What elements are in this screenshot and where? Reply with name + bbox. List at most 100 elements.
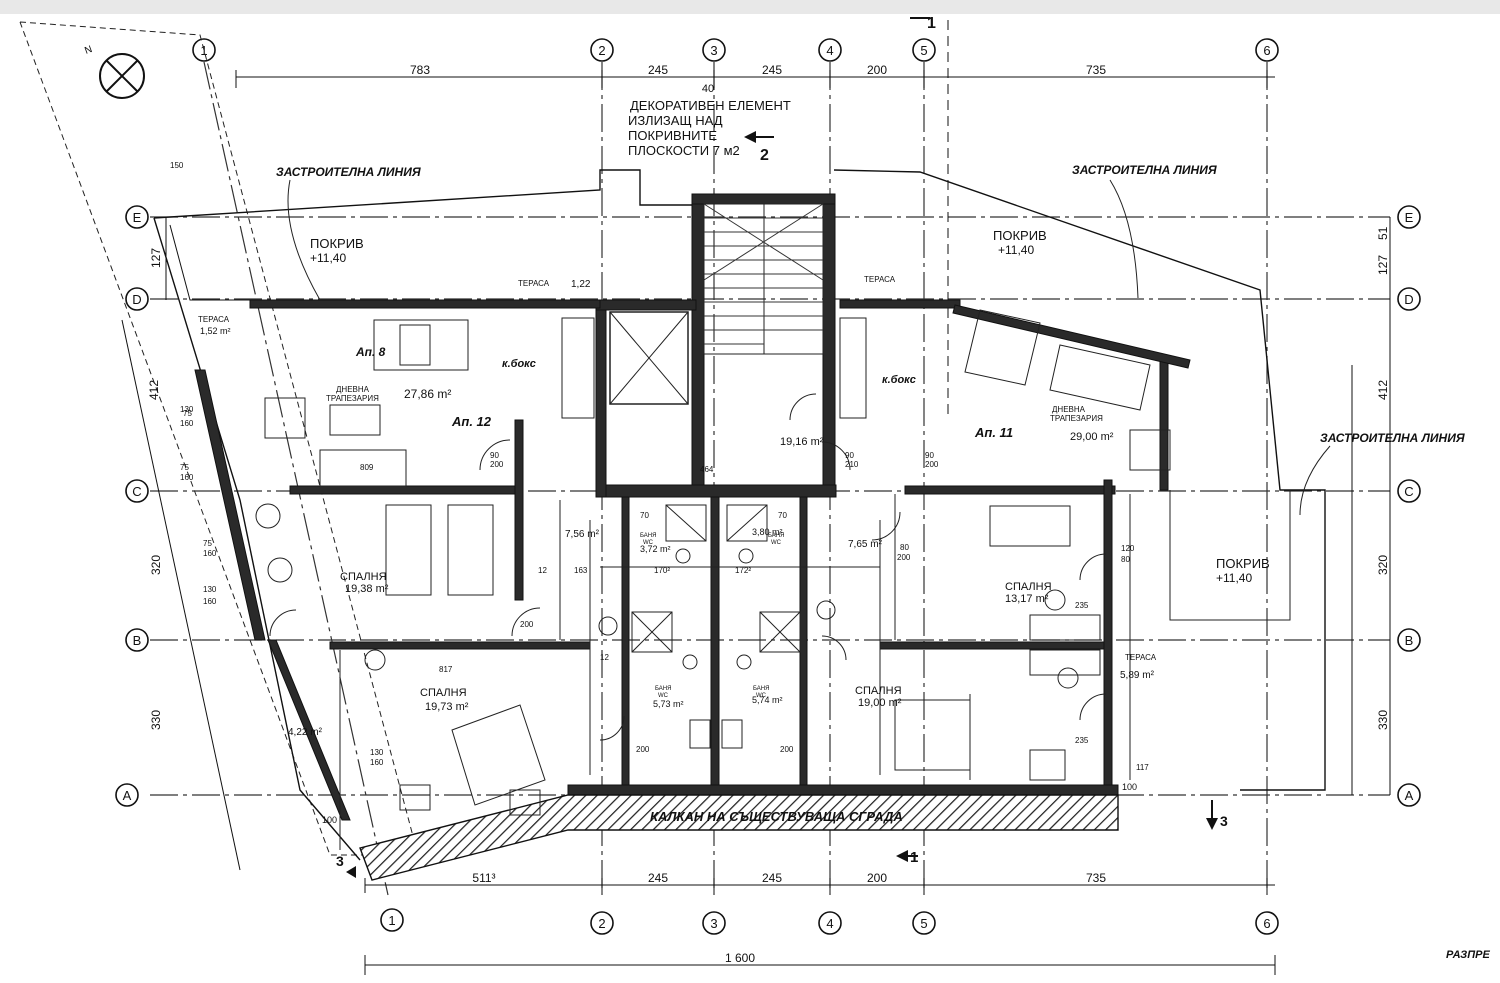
roof-far-right-level: +11,40	[1216, 571, 1252, 585]
dim-172: 172²	[735, 566, 751, 575]
dim-200f: 200	[897, 553, 911, 562]
north-arrow: N	[83, 44, 145, 99]
bath-d-label: БАНЯ	[753, 686, 769, 692]
axis-bottom-1: 1	[388, 913, 395, 928]
roof-left-label: ПОКРИВ	[310, 236, 364, 251]
dim-90b: 90	[845, 451, 854, 460]
top-dim-5: 735	[1086, 63, 1106, 77]
axis-left-A: A	[123, 788, 132, 803]
build-line-far-right: ЗАСТРОИТЕЛНА ЛИНИЯ	[1320, 431, 1465, 445]
staircase: 19,16 m²	[609, 203, 824, 448]
dim-70a: 70	[640, 511, 649, 520]
hall-left-area: 7,56 m²	[565, 529, 600, 540]
section-mark-top: 1	[927, 15, 936, 32]
bath-c-label: БАНЯ	[655, 686, 671, 692]
dim-160d: 160	[203, 597, 217, 606]
walls	[194, 193, 1191, 821]
dim-235a: 235	[1075, 601, 1089, 610]
firewall-label: КАЛКАН НА СЪЩЕСТВУВАЩА СГРАДА	[650, 809, 903, 824]
note-line-3: ПОКРИВНИТЕ	[628, 128, 717, 143]
bath-a-label: БАНЯ	[640, 533, 656, 539]
axis-bottom-4: 4	[826, 916, 833, 931]
bath-c-area: 5,73 m²	[653, 699, 684, 709]
dim-100b: 100	[322, 815, 337, 825]
bath-d-area: 5,74 m²	[752, 695, 783, 705]
dim-12a: 12	[600, 653, 609, 662]
bottom-dim-4: 200	[867, 871, 887, 885]
grid-lines	[150, 61, 1390, 896]
corner-label: РАЗПРЕ	[1446, 949, 1490, 961]
axis-top-4: 4	[826, 43, 833, 58]
dim-90c: 90	[925, 451, 934, 460]
dim-130b: 130	[203, 585, 217, 594]
right-dim-51: 51	[1376, 226, 1390, 240]
axis-top-6: 6	[1263, 43, 1270, 58]
dim-200d: 200	[636, 745, 650, 754]
terrace-right-label: ТЕРАСА	[1125, 653, 1157, 662]
bath-a-wc: WC	[643, 540, 654, 546]
left-dim-320: 320	[149, 555, 163, 575]
roof-right-level: +11,40	[998, 243, 1034, 257]
dim-80b: 80	[900, 543, 909, 552]
existing-building-firewall: КАЛКАН НА СЪЩЕСТВУВАЩА СГРАДА	[359, 794, 1119, 881]
bottom-dim-3: 245	[762, 871, 782, 885]
dim-80a: 80	[1121, 555, 1130, 564]
left-dimensions: 127 412 320 330	[121, 217, 241, 871]
right-dim-412: 412	[1376, 380, 1390, 400]
living-left-area: 27,86 m²	[404, 387, 451, 401]
axis-left-B: B	[133, 633, 142, 648]
axis-bottom-3: 3	[710, 916, 717, 931]
left-dim-412: 412	[147, 380, 161, 400]
dim-130c: 130	[370, 748, 384, 757]
dim-200c: 200	[925, 460, 939, 469]
build-line-left: ЗАСТРОИТЕЛНА ЛИНИЯ	[276, 165, 421, 179]
decorative-element-note: ДЕКОРАТИВЕН ЕЛЕМЕНТ ИЗЛИЗАЩ НАД ПОКРИВНИ…	[628, 98, 791, 158]
bedroom-right-bot-label: СПАЛНЯ	[855, 685, 902, 697]
terrace-right-area: 5,89 m²	[1120, 670, 1155, 681]
dim-160c: 160	[203, 549, 217, 558]
note-line-4: ПЛОСКОСТИ 7 м2	[628, 143, 740, 158]
living-left-label-b: ТРАПЕЗАРИЯ	[326, 394, 379, 403]
section-marks-bottom: 1 3 3	[336, 800, 1228, 878]
section-mark-3b: 3	[1220, 813, 1228, 829]
living-right-label-b: ТРАПЕЗАРИЯ	[1050, 414, 1103, 423]
axis-right-C: C	[1404, 484, 1413, 499]
right-dim-330: 330	[1376, 710, 1390, 730]
terrace-left-bot-area: 4,22 m²	[288, 727, 323, 738]
living-right-area: 29,00 m²	[1070, 431, 1114, 443]
north-label: N	[83, 44, 94, 57]
bath-b-area: 3,80 m²	[752, 527, 783, 537]
dim-809: 809	[360, 463, 374, 472]
bath-d-wc: WC	[756, 693, 767, 699]
dim-235b: 235	[1075, 736, 1089, 745]
bath-b-label: БАНЯ	[768, 533, 784, 539]
terrace-left-top-label: ТЕРАСА	[198, 315, 230, 324]
dim-160b: 160	[180, 473, 194, 482]
bedroom-left-bot-label: СПАЛНЯ	[420, 687, 467, 699]
dim-130a: 130	[180, 405, 194, 414]
bedroom-right-mid-label: СПАЛНЯ	[1005, 581, 1052, 593]
bedroom-right-bot-area: 19,00 m²	[858, 697, 902, 709]
ap11-label: Ап. 11	[974, 425, 1013, 440]
axis-top-1: 1	[200, 43, 207, 58]
overall-dim: 1 600	[725, 951, 755, 965]
right-dim-320: 320	[1376, 555, 1390, 575]
top-dim-3: 245	[762, 63, 782, 77]
build-line-right: ЗАСТРОИТЕЛНА ЛИНИЯ	[1072, 163, 1217, 177]
bottom-dim-5: 735	[1086, 871, 1106, 885]
roof-far-right-label: ПОКРИВ	[1216, 556, 1270, 571]
axis-left-C: C	[132, 484, 141, 499]
axis-top-2: 2	[598, 43, 605, 58]
top-dim-2: 245	[648, 63, 668, 77]
living-left-label-a: ДНЕВНА	[336, 385, 370, 394]
terrace-top-label: ТЕРАСА	[518, 279, 550, 288]
kbox-left: к.бокс	[502, 358, 536, 370]
right-dimensions: 51 127 412 320 330	[1351, 217, 1391, 795]
bottom-dimensions: 511³ 245 245 200 735 1 600	[364, 871, 1276, 975]
axis-left-D: D	[132, 292, 141, 307]
bath-b-wc: WC	[771, 540, 782, 546]
axis-bottom-2: 2	[598, 916, 605, 931]
small-dimensions: 150 75 130 160 75 160 75 160 130 160 130…	[170, 161, 1149, 825]
